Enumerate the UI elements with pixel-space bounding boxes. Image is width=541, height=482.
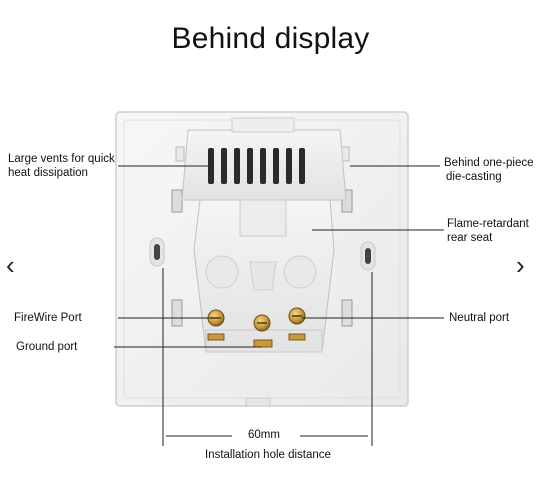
clip-left-2	[171, 299, 183, 327]
dimension-value: 60mm	[248, 429, 280, 441]
label-seat: Flame-retardant rear seat	[447, 218, 529, 244]
clip-right-1	[341, 189, 353, 213]
chevron-right-icon[interactable]: ›	[516, 250, 525, 280]
chevron-left-icon[interactable]: ‹	[6, 250, 15, 280]
label-vents: Large vents for quick heat dissipation	[8, 153, 115, 179]
vent-slots	[208, 148, 305, 184]
tab-left-top	[175, 146, 185, 162]
cavity-right	[283, 255, 317, 289]
mount-hole-right-inner	[365, 248, 371, 264]
label-ground: Ground port	[16, 341, 78, 353]
mount-hole-left-inner	[154, 244, 160, 260]
seat-neck	[239, 199, 287, 237]
clip-left-1	[171, 189, 183, 213]
cavity-mid	[249, 261, 277, 291]
label-neutral: Neutral port	[449, 312, 510, 324]
dimension-caption: Installation hole distance	[205, 449, 331, 461]
label-firewire: FireWire Port	[14, 312, 82, 324]
label-casting: Behind one-piece die-casting	[444, 157, 534, 183]
clip-right-2	[341, 299, 353, 327]
page-title: Behind display	[171, 22, 370, 55]
tab-bottom	[245, 397, 271, 407]
cavity-left	[205, 255, 239, 289]
vent-housing-top	[231, 117, 295, 133]
